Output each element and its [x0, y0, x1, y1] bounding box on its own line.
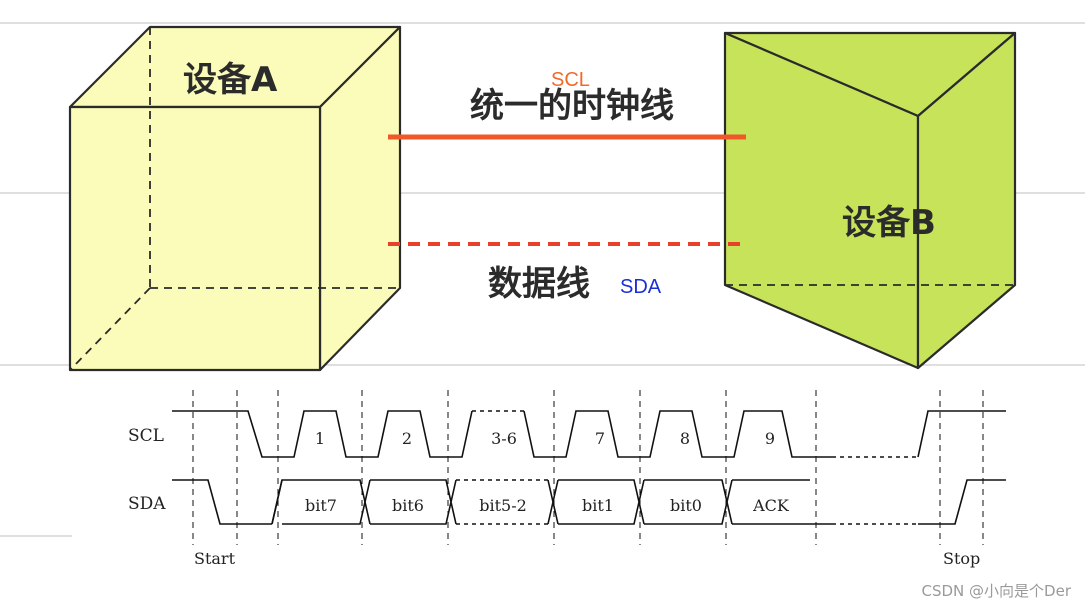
stop-label: Stop: [943, 549, 980, 568]
bit-label: bit5-2: [479, 496, 527, 515]
clock-number: 8: [680, 429, 690, 448]
scl-signal-label: SCL: [128, 426, 164, 446]
device-b-prism: [723, 31, 1017, 370]
start-label: Start: [194, 549, 236, 568]
sda-waveform: [172, 479, 272, 525]
bit-label: bit6: [392, 496, 424, 515]
clock-line-abbr: SCL: [551, 69, 590, 91]
device-b-label: 设备B: [842, 203, 936, 243]
data-line-abbr: SDA: [620, 276, 662, 298]
clock-number: 1: [315, 429, 325, 448]
data-line-label: 数据线: [488, 264, 590, 304]
clock-number: 9: [765, 429, 775, 448]
device-a-cube: [68, 25, 402, 372]
clock-number: 2: [402, 429, 412, 448]
clock-number: 3-6: [491, 429, 517, 448]
bit-label: bit7: [305, 496, 337, 515]
i2c-timing-diagram: [172, 390, 1006, 545]
bit-label: bit1: [582, 496, 614, 515]
device-a-label: 设备A: [183, 60, 278, 100]
clock-number: 7: [595, 429, 605, 448]
bit-label: bit0: [670, 496, 702, 515]
clock-line-label: 统一的时钟线: [470, 86, 674, 126]
bit-label: ACK: [752, 496, 790, 515]
watermark: CSDN @小向是个Der: [921, 582, 1071, 600]
sda-signal-label: SDA: [128, 494, 166, 514]
scl-waveform: [172, 410, 473, 458]
